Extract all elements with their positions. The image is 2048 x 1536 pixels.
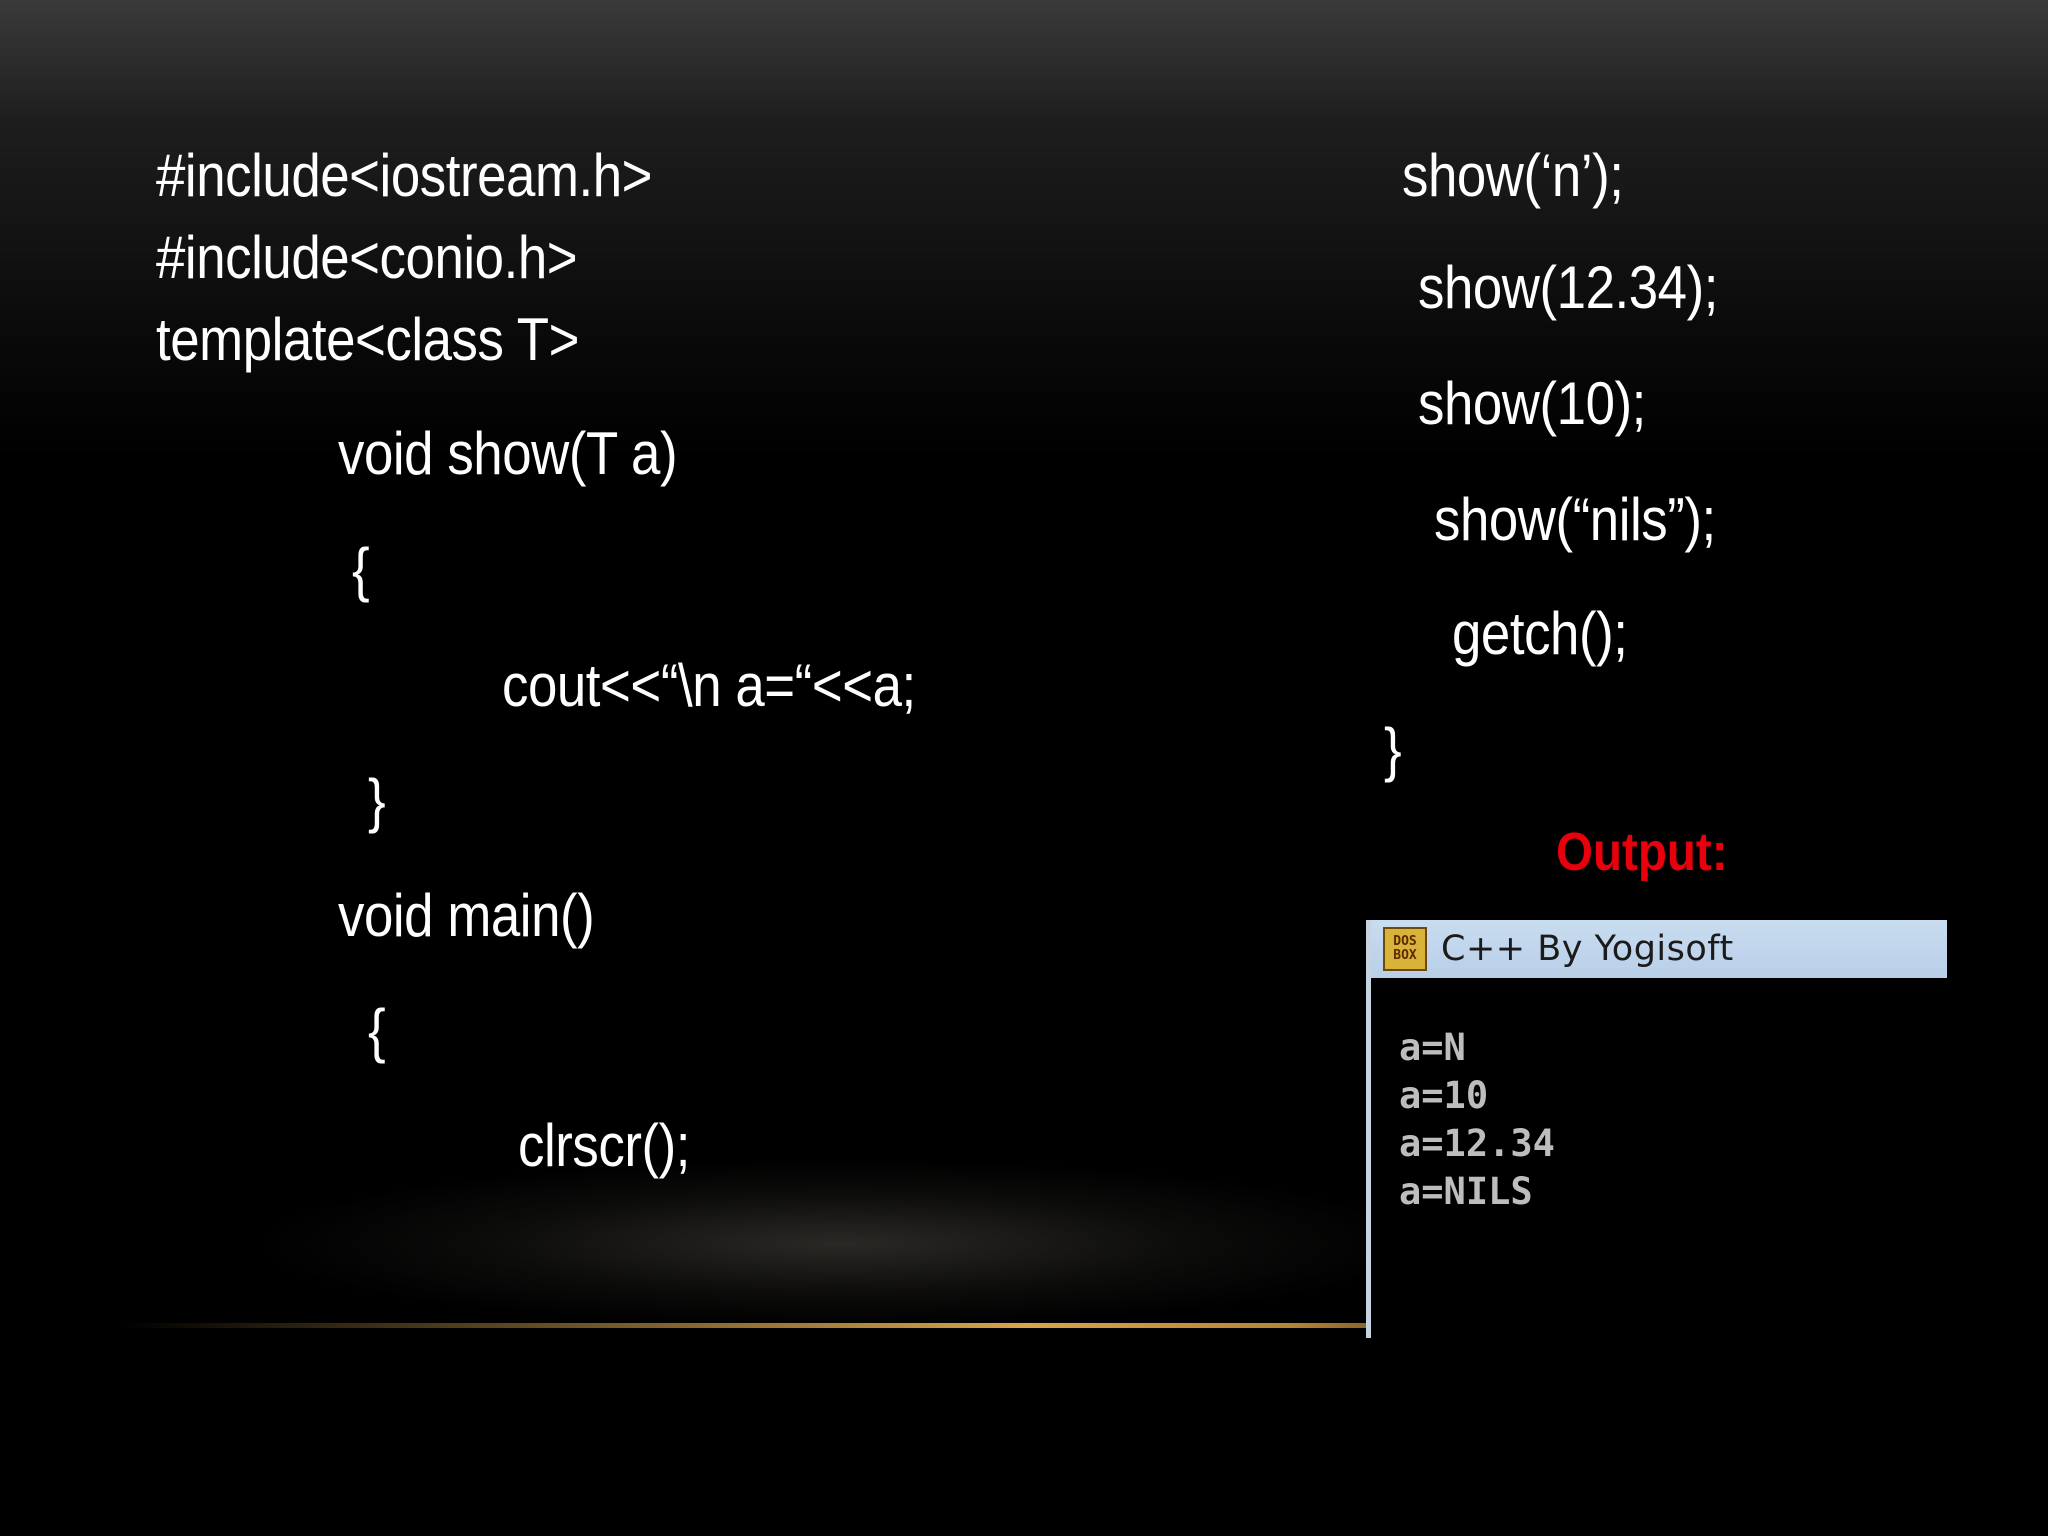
dos-window-titlebar[interactable]: DOS BOX C++ By Yogisoft (1371, 920, 1947, 978)
output-line: a=N (1399, 1026, 1466, 1069)
code-line-show-float: show(12.34); (1418, 254, 1718, 321)
dos-window-title: C++ By Yogisoft (1441, 929, 1734, 969)
code-line-show-char: show(‘n’); (1402, 142, 1624, 209)
dosbox-icon-text-top: DOS (1393, 934, 1417, 949)
code-line-template: template<class T> (156, 306, 579, 373)
code-line-show-string: show(“nils”); (1434, 486, 1716, 553)
output-line: a=NILS (1399, 1170, 1533, 1213)
code-line-open-brace: { (352, 536, 370, 603)
code-line-show-signature: void show(T a) (338, 420, 678, 487)
output-line: a=12.34 (1399, 1122, 1555, 1165)
output-line: a=10 (1399, 1074, 1489, 1117)
code-line-getch: getch(); (1452, 600, 1628, 667)
dos-output-window: DOS BOX C++ By Yogisoft a=N a=10 a=12.34… (1366, 920, 1947, 1338)
code-line-cout: cout<<“\n a=“<<a; (502, 652, 916, 719)
dosbox-icon: DOS BOX (1383, 927, 1427, 971)
code-line-main-open-brace: { (368, 997, 386, 1064)
code-line-include-conio: #include<conio.h> (156, 224, 578, 291)
output-label: Output: (1556, 822, 1728, 882)
dosbox-icon-text-bottom: BOX (1393, 948, 1417, 963)
code-line-final-brace: } (1384, 716, 1402, 783)
code-line-show-int: show(10); (1418, 370, 1646, 437)
code-line-main: void main() (338, 882, 595, 949)
code-line-close-brace: } (368, 767, 386, 834)
dos-screen-output: a=N a=10 a=12.34 a=NILS (1399, 1024, 1555, 1216)
code-line-include-iostream: #include<iostream.h> (156, 142, 653, 209)
code-line-clrscr: clrscr(); (518, 1112, 690, 1179)
